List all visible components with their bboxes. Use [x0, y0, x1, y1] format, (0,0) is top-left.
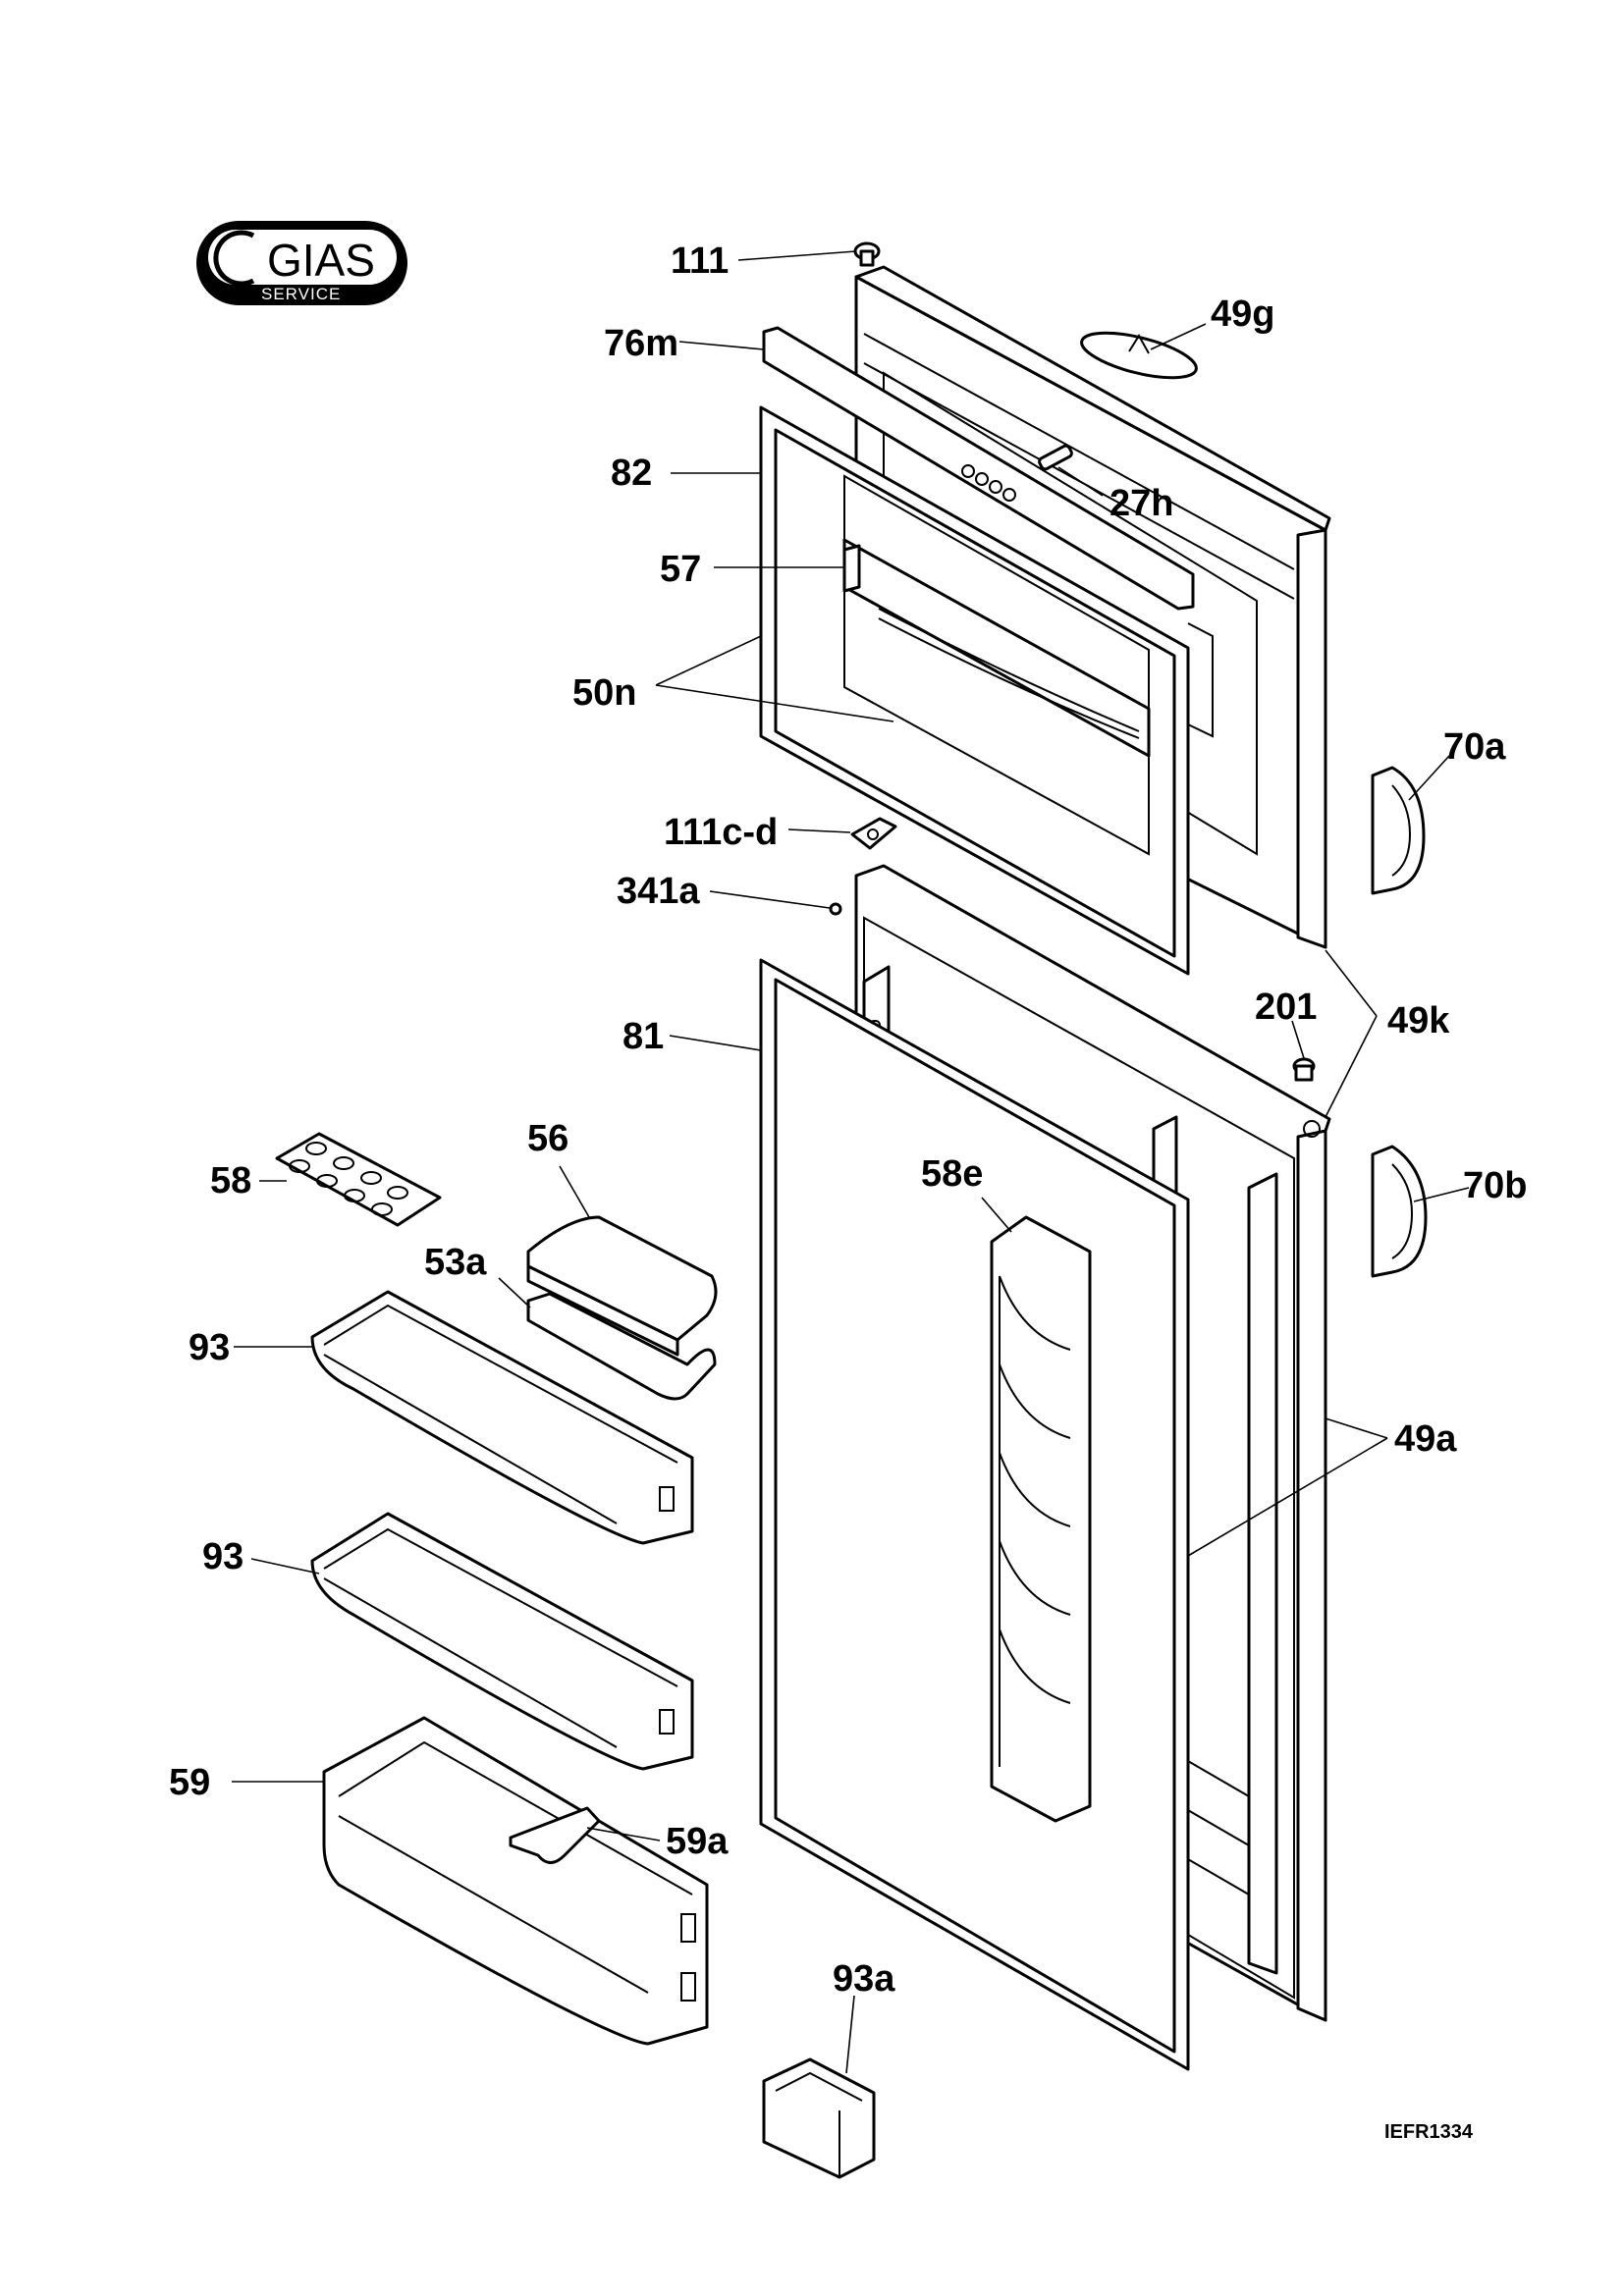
label-341a: 341a	[617, 871, 700, 912]
drawing-code: IEFR1334	[1384, 2121, 1474, 2143]
label-201: 201	[1255, 987, 1317, 1028]
label-56: 56	[527, 1118, 568, 1159]
label-27h: 27h	[1109, 483, 1173, 524]
bottle-shelf-59	[322, 1716, 709, 2046]
label-93-upper: 93	[189, 1327, 230, 1368]
label-53a: 53a	[424, 1242, 487, 1283]
bottle-rack-58e	[990, 1215, 1092, 1823]
door-shelf-93-upper	[310, 1290, 694, 1545]
egg-tray-58	[275, 1132, 442, 1227]
screw-341a	[829, 902, 842, 916]
label-93a: 93a	[833, 1958, 895, 2000]
door-shelf-93-lower	[310, 1512, 694, 1771]
small-bin-93a	[762, 2057, 876, 2179]
cap-201	[1292, 1057, 1316, 1082]
logo-sub: SERVICE	[261, 285, 341, 303]
label-76m: 76m	[604, 323, 678, 364]
label-57: 57	[660, 549, 701, 590]
hinge-bracket-111c-d	[850, 817, 897, 850]
gias-service-logo: GIAS SERVICE	[196, 221, 407, 305]
label-111c-d: 111c-d	[664, 812, 778, 853]
label-70b: 70b	[1463, 1165, 1527, 1206]
profile-strip-76m	[762, 326, 1195, 611]
label-59a: 59a	[666, 1821, 729, 1862]
badge-49g	[1080, 331, 1198, 380]
label-49a: 49a	[1394, 1418, 1457, 1460]
label-82: 82	[611, 453, 652, 494]
butter-dish-56	[526, 1215, 718, 1357]
label-58: 58	[210, 1160, 251, 1201]
label-59: 59	[169, 1762, 210, 1803]
label-70a: 70a	[1443, 726, 1506, 768]
inner-liner-50n	[842, 474, 1151, 856]
label-81: 81	[622, 1016, 664, 1057]
butter-tray-53a	[526, 1292, 717, 1401]
label-49k: 49k	[1387, 1000, 1450, 1041]
hinge-pin-111	[853, 241, 881, 267]
logo-brand: GIAS	[267, 235, 375, 286]
label-111: 111	[671, 240, 729, 282]
divider-59a	[509, 1806, 601, 1864]
label-49g: 49g	[1211, 294, 1274, 335]
label-93-lower: 93	[202, 1536, 243, 1577]
leader-lines	[232, 250, 1470, 2074]
label-58e: 58e	[921, 1153, 983, 1195]
handle-70a	[1371, 766, 1426, 895]
pin-27h	[1038, 444, 1073, 471]
handle-70b	[1371, 1145, 1428, 1278]
label-50n: 50n	[572, 672, 636, 714]
